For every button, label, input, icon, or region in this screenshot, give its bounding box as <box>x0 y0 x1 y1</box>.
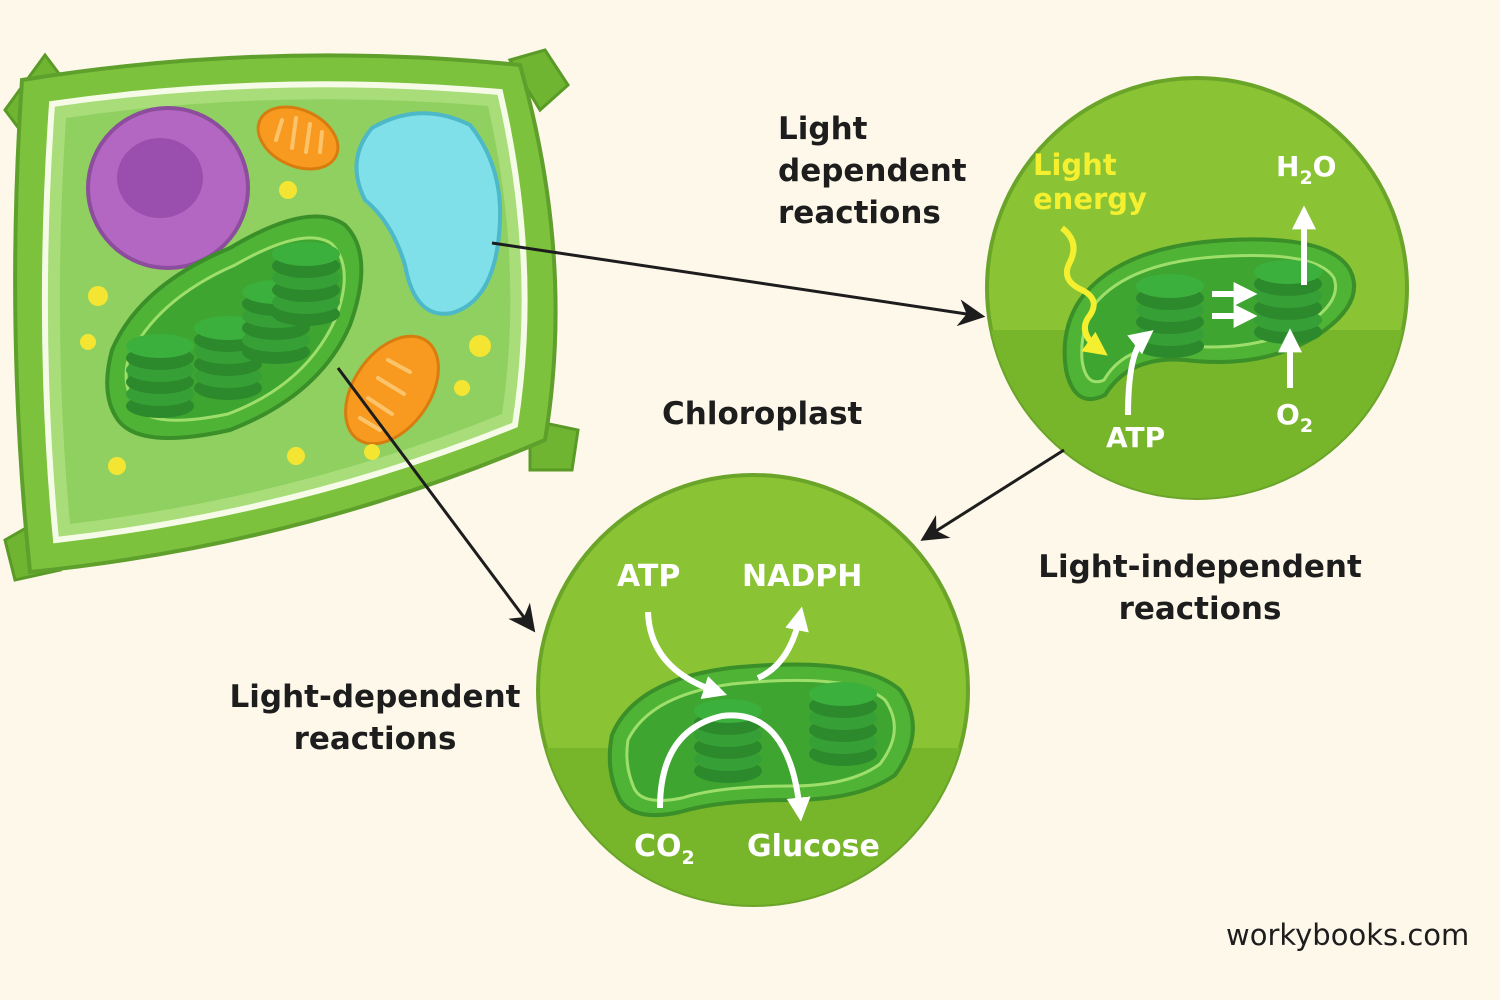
label-atp-light: ATP <box>1106 421 1166 454</box>
label-light-dependent-bottom: Light-dependent reactions <box>229 679 521 757</box>
light-reaction-circle <box>985 76 1409 500</box>
nucleolus <box>117 138 203 218</box>
cell-chloroplast <box>105 214 364 440</box>
mitochondrion <box>344 334 440 446</box>
granules <box>80 181 491 475</box>
plant-cell <box>3 48 580 582</box>
label-h2o: H2O <box>1276 150 1337 189</box>
arrow-light-to-calvin <box>920 448 1065 541</box>
site-credit: workybooks.com <box>1226 918 1470 952</box>
label-light-energy: Light energy <box>1033 148 1147 216</box>
label-nadph: NADPH <box>742 559 863 594</box>
label-light-dependent-top: Light dependent reactions <box>778 111 967 231</box>
label-glucose: Glucose <box>747 829 880 864</box>
label-light-independent: Light-independent reactions <box>1038 549 1362 627</box>
arrow-chloroplast-to-calvin <box>336 367 536 633</box>
arrow-vacuole-to-light <box>491 241 986 327</box>
label-co2: CO2 <box>634 829 695 870</box>
label-o2: O2 <box>1276 398 1314 437</box>
label-chloroplast: Chloroplast <box>662 396 863 432</box>
cell-wall-corner <box>507 48 570 113</box>
mitochondrion <box>256 105 340 171</box>
vacuole <box>354 111 503 316</box>
label-atp-calvin: ATP <box>617 559 681 594</box>
